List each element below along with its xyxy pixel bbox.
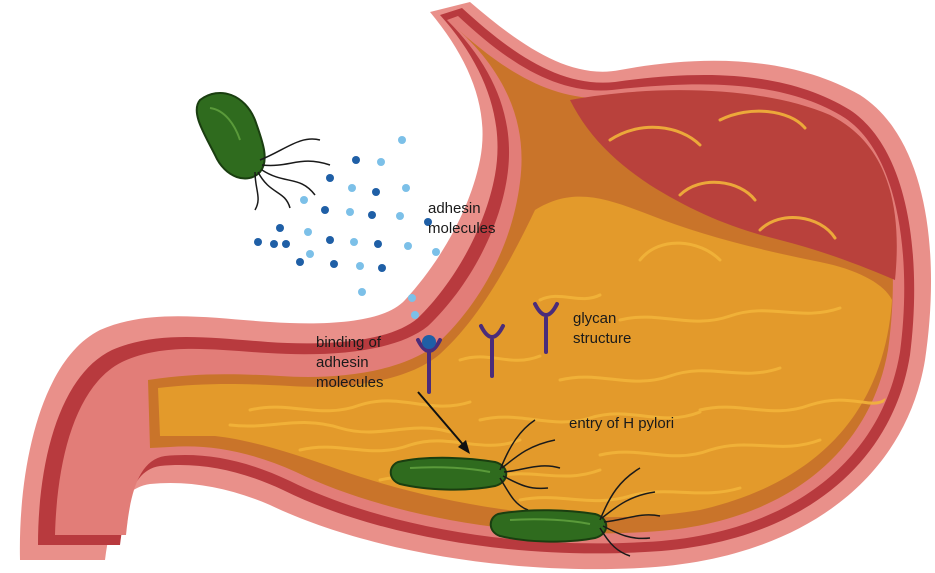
adhesin-molecule-dot — [270, 240, 278, 248]
adhesin-molecule-dot — [356, 262, 364, 270]
adhesin-molecule-dot — [372, 188, 380, 196]
adhesin-molecule-dot — [378, 264, 386, 272]
adhesin-molecule-dot — [377, 158, 385, 166]
adhesin-molecule-dot — [254, 238, 262, 246]
adhesin-molecule-dot — [326, 174, 334, 182]
adhesin-molecule-dot — [374, 240, 382, 248]
adhesin-molecule-dot — [306, 250, 314, 258]
label-binding-line2: adhesin — [316, 354, 369, 372]
adhesin-molecule-dot — [326, 236, 334, 244]
adhesin-molecule-dot — [348, 184, 356, 192]
adhesin-molecule-dot — [396, 212, 404, 220]
adhesin-molecule-dot — [350, 238, 358, 246]
adhesin-molecule-dot — [282, 240, 290, 248]
label-glycan-structure-line2: structure — [573, 330, 631, 348]
adhesin-molecule-dot — [402, 184, 410, 192]
adhesin-molecule-dot — [304, 228, 312, 236]
adhesin-molecule-dot — [358, 288, 366, 296]
adhesin-molecule-dot — [300, 196, 308, 204]
adhesin-molecule-dot — [276, 224, 284, 232]
h-pylori-bacterium-1 — [197, 93, 330, 210]
adhesin-molecule-dot — [296, 258, 304, 266]
adhesin-molecule-dot — [346, 208, 354, 216]
label-binding-line1: binding of — [316, 334, 381, 352]
adhesin-molecule-dot — [408, 294, 416, 302]
label-glycan-structure-line1: glycan — [573, 310, 616, 328]
label-adhesin-molecules-line1: adhesin — [428, 200, 481, 218]
label-binding-line3: molecules — [316, 374, 384, 392]
adhesin-molecule-dot — [411, 311, 419, 319]
adhesin-molecule-dot — [432, 248, 440, 256]
label-entry-of-h-pylori: entry of H pylori — [569, 415, 674, 433]
adhesin-molecule-dot — [368, 211, 376, 219]
adhesin-molecule-dot — [404, 242, 412, 250]
adhesin-molecule-dot — [330, 260, 338, 268]
bound-adhesin-molecule — [422, 335, 436, 349]
adhesin-molecule-cloud — [254, 136, 440, 319]
label-adhesin-molecules-line2: molecules — [428, 220, 496, 238]
adhesin-molecule-dot — [352, 156, 360, 164]
adhesin-molecule-dot — [398, 136, 406, 144]
adhesin-molecule-dot — [321, 206, 329, 214]
